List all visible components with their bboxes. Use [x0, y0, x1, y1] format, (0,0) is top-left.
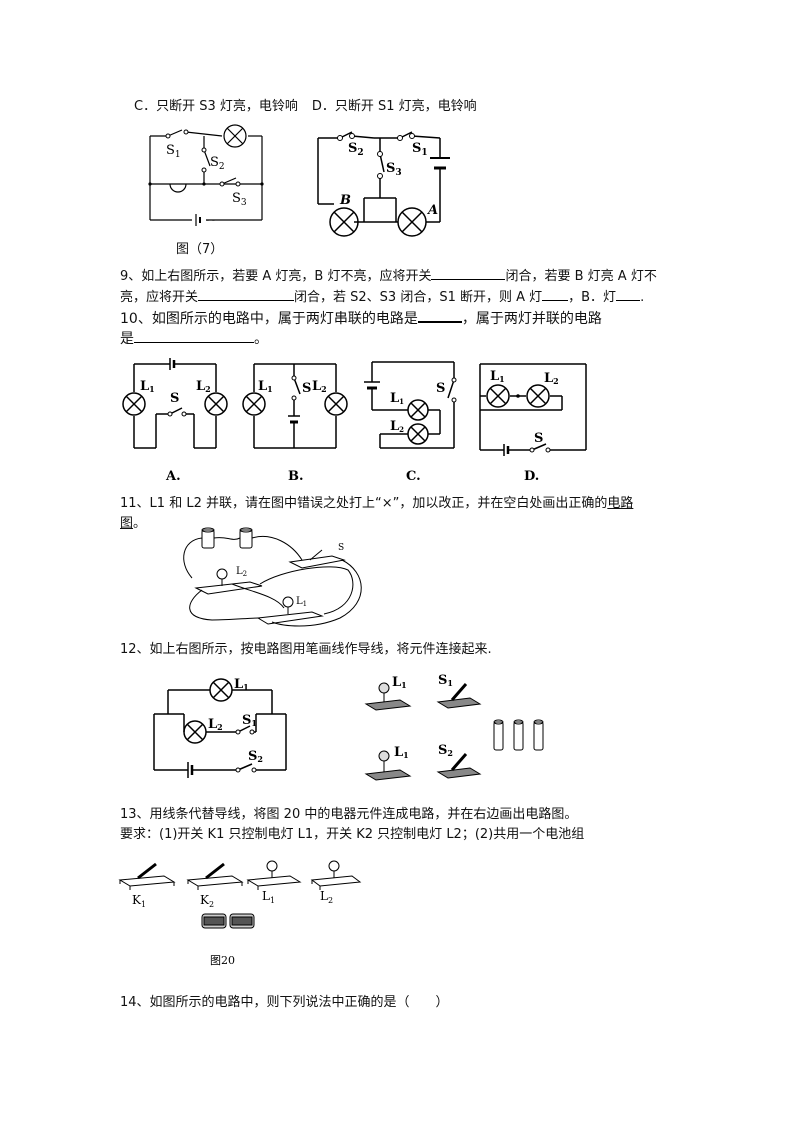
svg-text:L2: L2	[208, 717, 223, 732]
svg-text:S: S	[302, 381, 311, 396]
svg-text:B.: B.	[288, 469, 304, 484]
svg-text:C.: C.	[406, 469, 421, 484]
svg-text:L1: L1	[390, 391, 404, 406]
q11-wiring-figure: S L2 L1	[183, 527, 362, 627]
q9-blank-2[interactable]	[198, 286, 295, 301]
svg-text:L2: L2	[196, 379, 211, 394]
q13-line-2: 要求：(1)开关 K1 只控制电灯 L1，开关 K2 只控制电灯 L2；(2)共…	[120, 827, 585, 842]
svg-text:B: B	[339, 193, 351, 208]
svg-text:L2: L2	[236, 566, 247, 578]
svg-text:S: S	[338, 543, 344, 553]
q11-line-1: 11、L1 和 L2 并联，请在图中错误之处打上“×”，加以改正，并在空白处画出…	[120, 496, 634, 511]
q12-text: 12、如上右图所示，按电路图用笔画线作导线，将元件连接起来.	[120, 642, 492, 657]
svg-text:S1: S1	[412, 141, 428, 158]
svg-text:K1: K1	[132, 893, 146, 909]
svg-text:L2: L2	[390, 419, 404, 434]
svg-text:L1: L1	[262, 889, 275, 905]
svg-text:S1: S1	[438, 673, 453, 688]
q12-components: L1 S1 L1 S2	[364, 673, 544, 781]
q10-line-2: 是。	[120, 328, 268, 349]
option-c-text: C．只断开 S3 灯亮，电铃响	[134, 99, 298, 114]
figure-ab-circuit: S2 S1 S3 B A	[317, 131, 450, 237]
svg-text:D.: D.	[524, 469, 539, 484]
svg-text:S2: S2	[248, 749, 263, 764]
svg-text:S1: S1	[166, 143, 181, 160]
svg-text:L1: L1	[258, 379, 273, 394]
q9-line-1: 9、如上右图所示，若要 A 灯亮，B 灯不亮，应将开关闭合，若要 B 灯亮 A …	[120, 265, 657, 287]
svg-text:A.: A.	[165, 469, 181, 484]
q10-blank-1[interactable]	[417, 307, 462, 323]
q8-option-c: C．只断开 S3 灯亮，电铃响 D．只断开 S1 灯亮，电铃响	[134, 97, 477, 117]
svg-text:S1: S1	[242, 713, 257, 728]
svg-text:S: S	[436, 381, 445, 396]
figure-7-circuit: - - S1 S2 S3	[148, 124, 264, 226]
svg-text:L1: L1	[394, 745, 409, 760]
svg-text:S: S	[534, 431, 543, 446]
svg-text:S3: S3	[232, 191, 247, 208]
svg-text:A: A	[426, 203, 438, 218]
q10-figures: L1 L2 S A. L1 L2 S B. L1 L2 S C. L1 L2 S…	[122, 358, 587, 484]
svg-text:L1: L1	[140, 379, 155, 394]
svg-text:L2: L2	[544, 371, 559, 386]
svg-text:L1: L1	[234, 677, 249, 692]
option-d-text: D．只断开 S1 灯亮，电铃响	[311, 99, 477, 114]
svg-text:图20: 图20	[210, 954, 235, 967]
q9-blank-4[interactable]	[616, 286, 641, 301]
q12-circuit-diagram: L1 L2 S1 S2	[153, 677, 287, 778]
svg-text:- -: - -	[206, 216, 215, 226]
svg-text:L1: L1	[392, 675, 407, 690]
svg-text:S3: S3	[386, 161, 402, 178]
q9-blank-3[interactable]	[542, 286, 569, 301]
figure-7-caption: 图（7）	[176, 242, 224, 257]
svg-text:L2: L2	[312, 379, 327, 394]
q9-blank-1[interactable]	[431, 265, 506, 280]
svg-text:S2: S2	[210, 155, 225, 172]
svg-text:S2: S2	[348, 141, 364, 158]
q10-blank-2[interactable]	[134, 328, 254, 343]
q11-line-2: 图。	[120, 516, 147, 531]
svg-text:K2: K2	[200, 893, 214, 909]
figure-20-components: K1 K2 L1 L2 图20	[118, 860, 362, 967]
svg-text:S2: S2	[438, 743, 453, 758]
svg-text:L1: L1	[490, 369, 505, 384]
q10-line-1: 10、如图所示的电路中，属于两灯串联的电路是，属于两灯并联的电路	[120, 307, 602, 329]
svg-text:S: S	[170, 391, 179, 406]
q13-line-1: 13、用线条代替导线，将图 20 中的电器元件连成电路，并在右边画出电路图。	[120, 807, 578, 822]
q9-line-2: 亮，应将开关闭合，若 S2、S3 闭合，S1 断开，则 A 灯，B．灯.	[120, 286, 644, 308]
svg-text:L2: L2	[320, 889, 333, 905]
q14-text: 14、如图所示的电路中，则下列说法中正确的是（ ）	[120, 995, 449, 1010]
svg-text:L1: L1	[296, 596, 307, 608]
